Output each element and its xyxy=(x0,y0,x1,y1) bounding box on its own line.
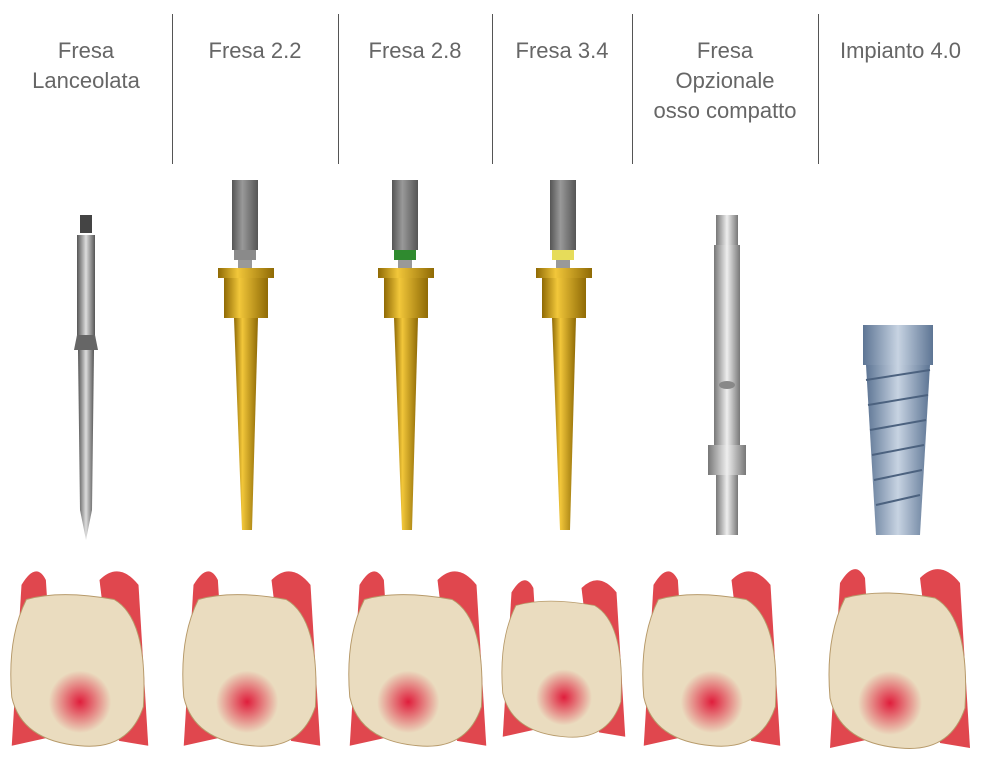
bone-section-image xyxy=(820,558,980,758)
steel-drill-image xyxy=(632,180,818,560)
gold-drill-22-image xyxy=(172,180,338,560)
column-label: Fresa Opzionale osso compatto xyxy=(632,36,818,126)
column-fresa-34: Fresa 3.4 xyxy=(492,0,632,758)
lance-drill-image xyxy=(0,180,172,560)
column-label: Impianto 4.0 xyxy=(818,36,983,66)
column-label: Fresa Lanceolata xyxy=(0,36,172,96)
column-fresa-opzionale: Fresa Opzionale osso compatto xyxy=(632,0,818,758)
column-fresa-22: Fresa 2.2 xyxy=(172,0,338,758)
bone-section-image xyxy=(340,558,496,758)
bone-section-image xyxy=(634,558,790,758)
gold-drill-34-image xyxy=(492,180,632,560)
column-label: Fresa 3.4 xyxy=(492,36,632,66)
column-fresa-lanceolata: Fresa Lanceolata xyxy=(0,0,172,758)
column-label: Fresa 2.2 xyxy=(172,36,338,66)
column-impianto-40: Impianto 4.0 xyxy=(818,0,983,758)
column-label: Fresa 2.8 xyxy=(338,36,492,66)
bone-section-image xyxy=(174,558,330,758)
column-fresa-28: Fresa 2.8 xyxy=(338,0,492,758)
bone-section-image xyxy=(2,558,158,758)
bone-section-image xyxy=(494,558,634,758)
implant-image xyxy=(818,180,983,560)
gold-drill-28-image xyxy=(338,180,492,560)
